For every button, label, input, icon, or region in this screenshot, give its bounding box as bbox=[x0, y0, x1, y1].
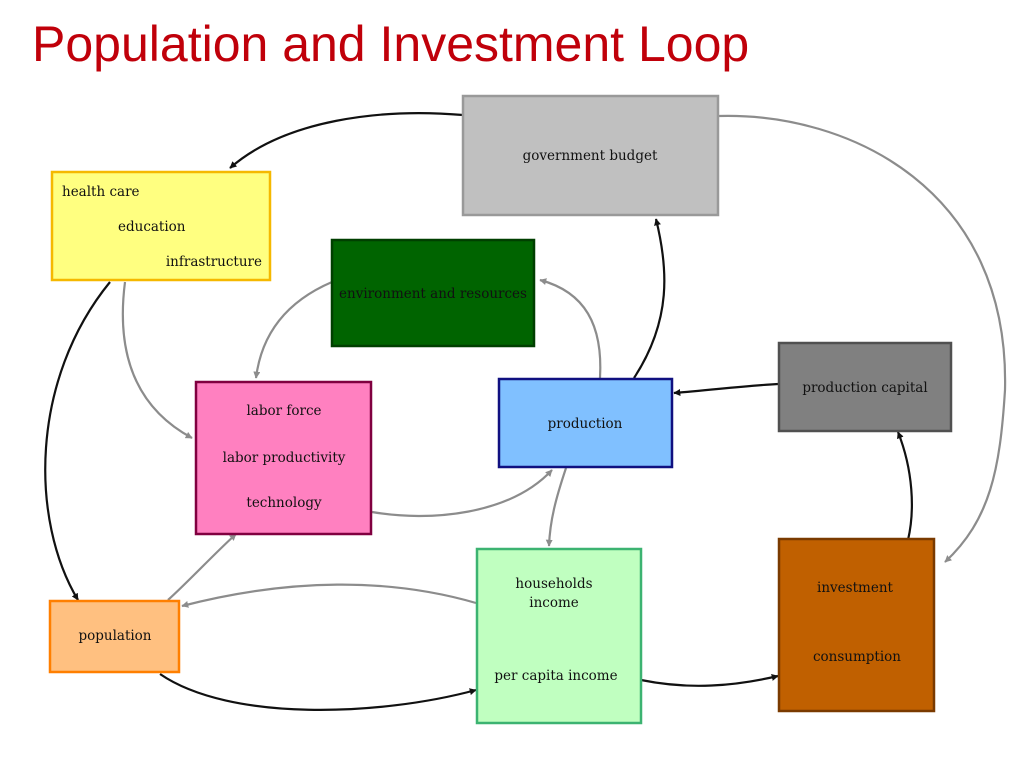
node-government-budget-box bbox=[461, 94, 720, 217]
edge-production-to-budget bbox=[633, 218, 666, 379]
node-investment-box bbox=[777, 537, 936, 713]
node-investment-line-consumption: consumption bbox=[813, 649, 901, 665]
node-services-line-education: education bbox=[118, 219, 186, 235]
node-households-line-per-capita-income: per capita income bbox=[494, 668, 617, 684]
node-services-line-infrastructure: infrastructure bbox=[166, 254, 262, 270]
node-labor-line-labor-force: labor force bbox=[246, 403, 321, 419]
node-households-line-income: income bbox=[529, 595, 579, 611]
node-labor-line-labor-productivity: labor productivity bbox=[223, 450, 346, 466]
edge-services-to-labor bbox=[121, 281, 193, 439]
edge-households-to-population bbox=[181, 583, 477, 608]
edge-population-to-labor bbox=[167, 533, 237, 601]
node-labor-line-technology: technology bbox=[246, 495, 322, 511]
edge-investment-to-capital bbox=[896, 431, 913, 541]
edge-environment-to-labor bbox=[253, 280, 333, 379]
node-production-capital: production capital bbox=[777, 341, 953, 433]
edge-production-to-environment bbox=[539, 278, 602, 379]
node-population-box bbox=[48, 599, 181, 674]
node-investment: investment consumption bbox=[777, 537, 936, 713]
node-production-capital-line: production capital bbox=[802, 380, 927, 396]
node-government-budget-line: government budget bbox=[523, 148, 658, 164]
node-government-budget: government budget bbox=[461, 94, 720, 217]
edge-budget-to-services bbox=[229, 112, 464, 169]
node-households-box bbox=[475, 547, 643, 725]
node-services-box bbox=[50, 170, 272, 282]
node-labor: labor force labor productivity technolog… bbox=[194, 380, 373, 536]
node-investment-line-investment: investment bbox=[817, 580, 893, 596]
node-population-line: population bbox=[78, 628, 151, 644]
node-services: health care education infrastructure bbox=[50, 170, 272, 282]
node-environment-box bbox=[330, 238, 536, 348]
edge-labor-to-production bbox=[371, 469, 553, 518]
node-environment-line: environment and resources bbox=[339, 286, 527, 302]
edge-production-to-households bbox=[545, 467, 568, 547]
edge-households-to-investment bbox=[640, 674, 779, 687]
node-production: production bbox=[497, 377, 674, 469]
edge-budget-to-investment bbox=[717, 114, 1007, 563]
edge-population-to-households bbox=[159, 673, 477, 711]
edge-capital-to-production bbox=[673, 382, 779, 396]
page-title: Population and Investment Loop bbox=[32, 16, 750, 72]
node-services-line-health-care: health care bbox=[62, 184, 140, 200]
node-production-capital-box bbox=[777, 341, 953, 433]
node-households-line-households: households bbox=[515, 576, 592, 592]
node-households: households income per capita income bbox=[475, 547, 643, 725]
node-labor-box bbox=[194, 380, 373, 536]
edge-services-to-population bbox=[44, 281, 111, 601]
node-production-box bbox=[497, 377, 674, 469]
edges bbox=[44, 112, 1007, 711]
node-population: population bbox=[48, 599, 181, 674]
node-environment: environment and resources bbox=[330, 238, 536, 348]
node-production-line: production bbox=[548, 416, 623, 432]
